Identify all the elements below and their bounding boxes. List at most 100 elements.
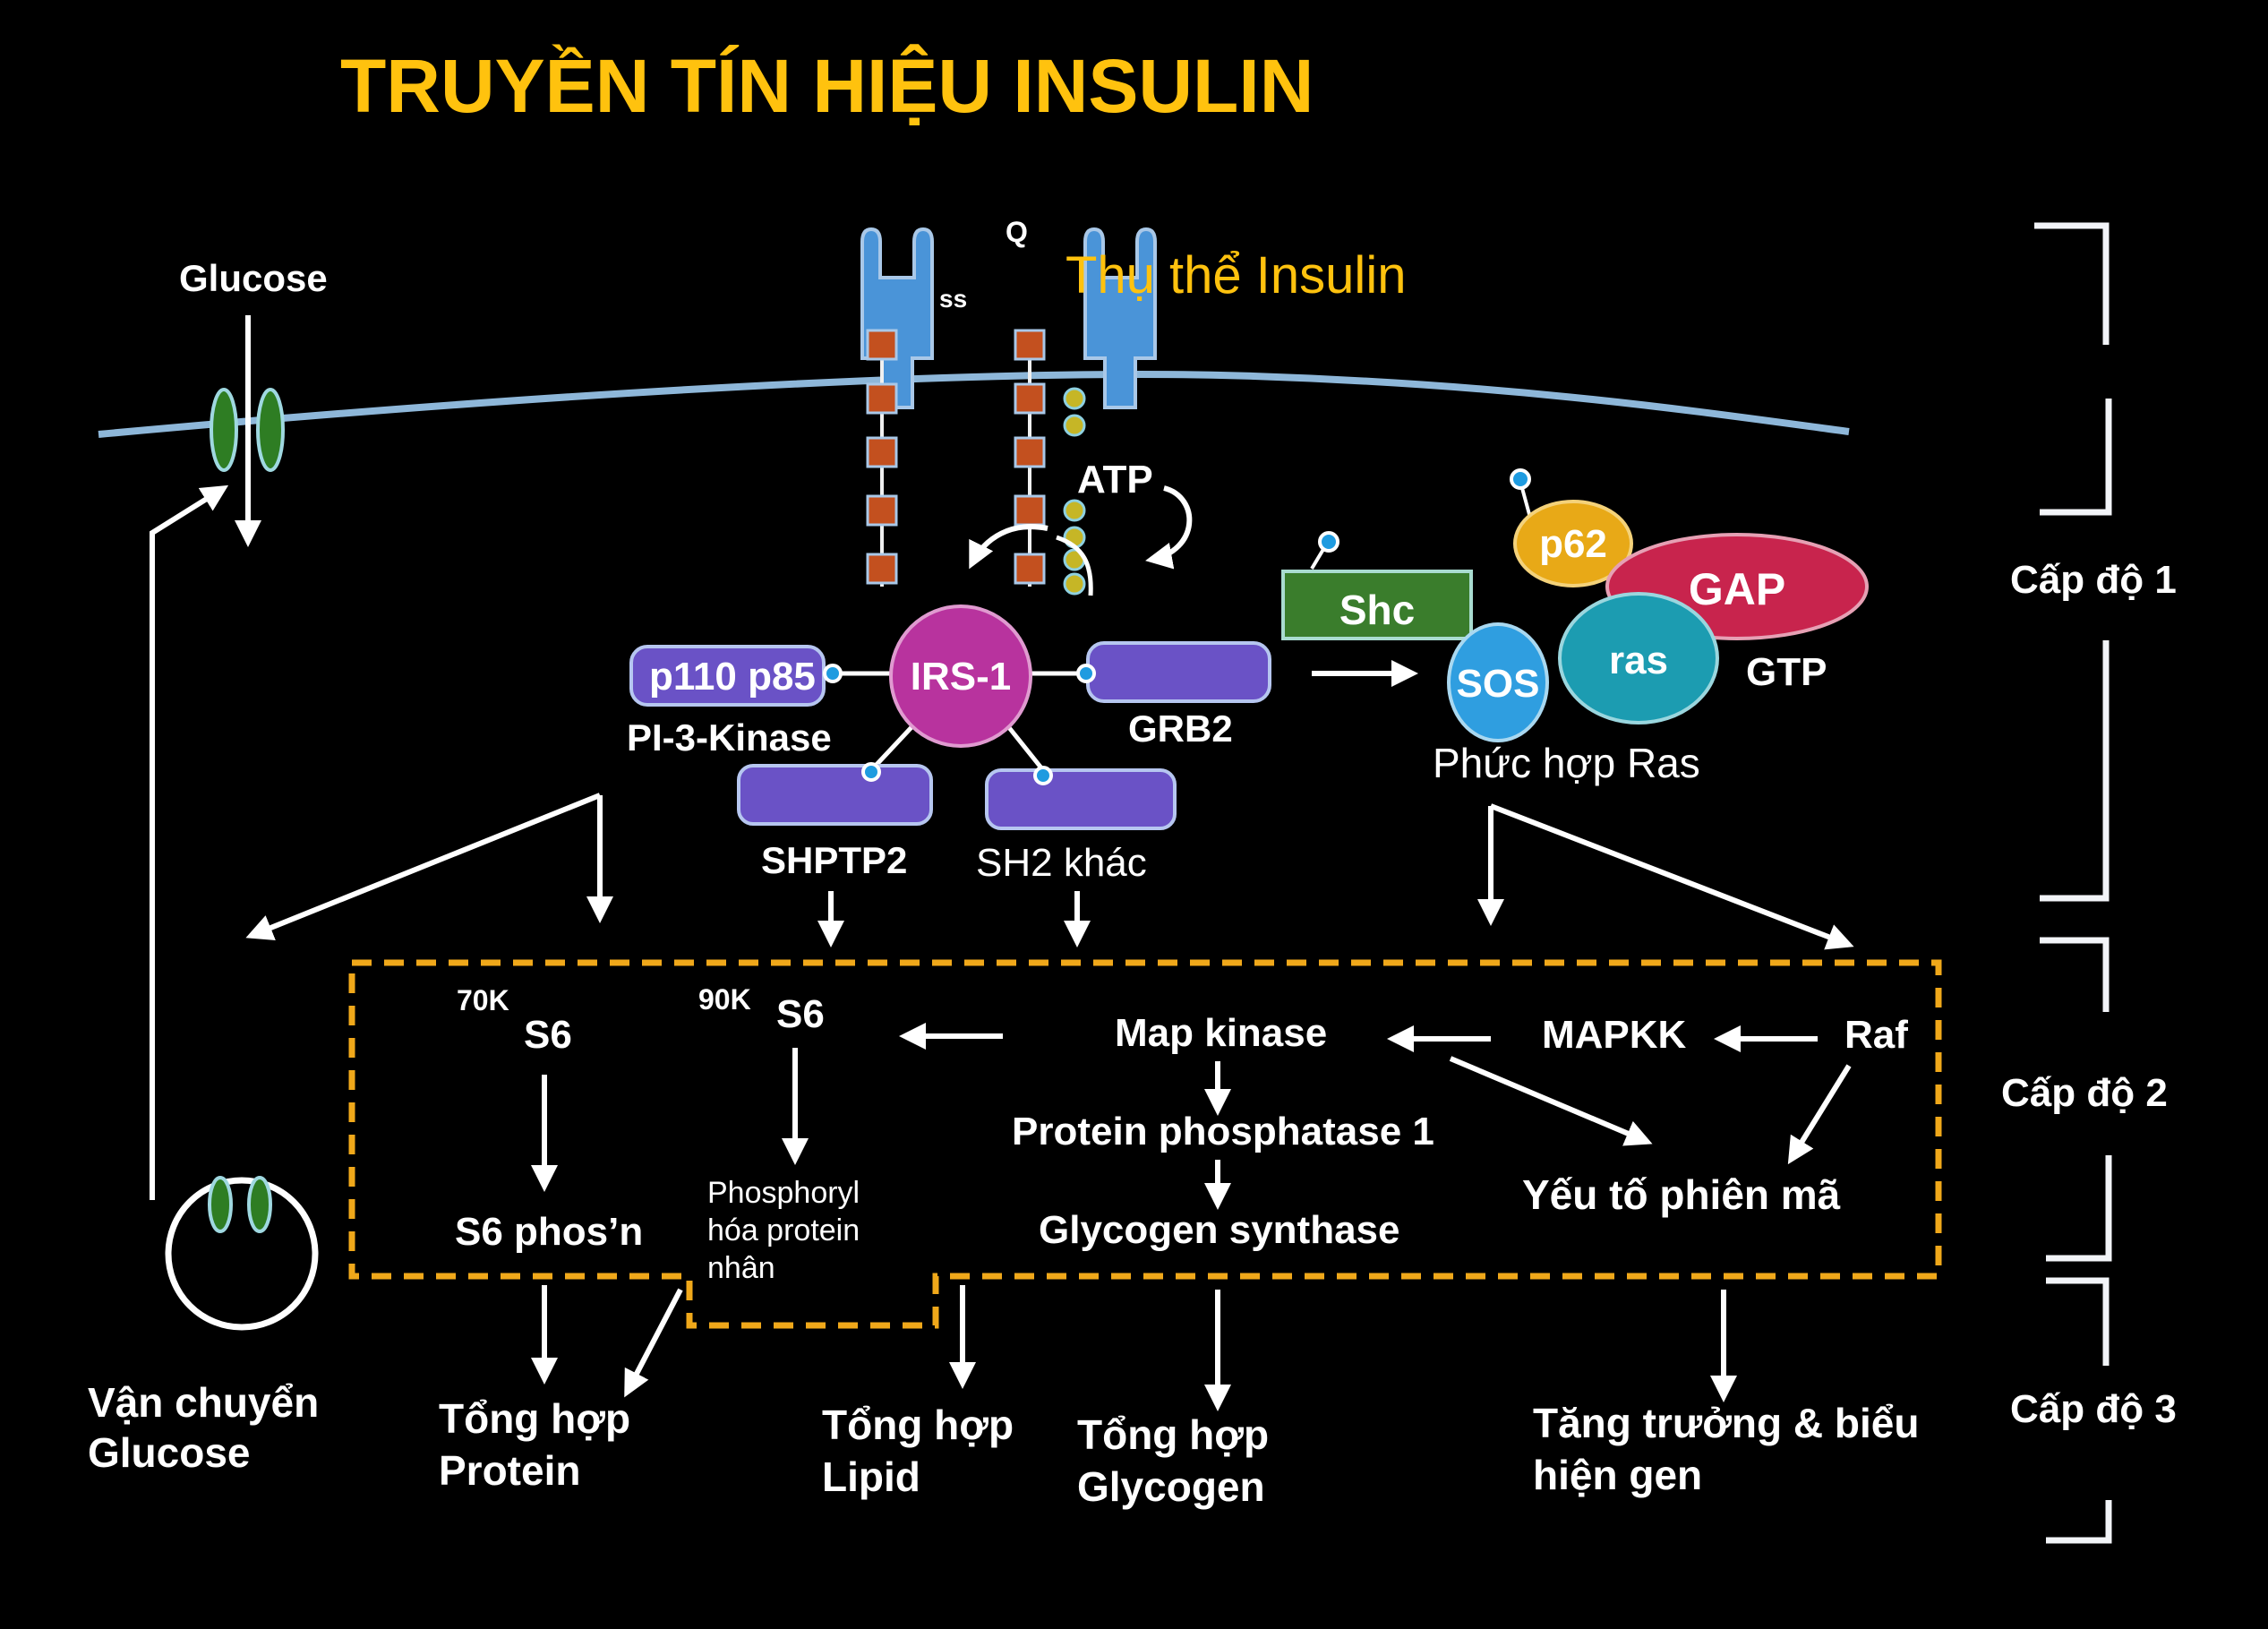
p62-label: p62: [1539, 522, 1607, 566]
phospho-p62: [1510, 468, 1531, 490]
lipid-synthesis-label-2: Lipid: [822, 1453, 920, 1500]
glut-channel-right: [256, 388, 285, 472]
level2-label: Cấp độ 2: [2001, 1071, 2168, 1115]
receptor-tyrosine-kinase-domain: [1014, 329, 1046, 361]
q-label: Q: [1006, 216, 1028, 248]
phospho-shc: [1318, 531, 1339, 553]
atp-label: ATP: [1077, 458, 1153, 502]
receptor-label: Thụ thể Insulin: [1066, 246, 1406, 304]
receptor-tyrosine-kinase-domain: [866, 436, 898, 468]
phosphate-dot: [1063, 499, 1086, 522]
level3-bracket-top: [2046, 1277, 2110, 1366]
irs1-label: IRS-1: [911, 655, 1011, 699]
receptor-tyrosine-kinase-domain: [866, 494, 898, 527]
phosphate-dot: [1063, 387, 1086, 410]
shptp2-box: [737, 764, 933, 826]
pi3k-box-label: p110 p85: [649, 655, 816, 699]
growth-label-2: hiện gen: [1533, 1452, 1702, 1498]
raf-label: Raf: [1844, 1013, 1908, 1057]
s6-phos-label: S6 phos’n: [455, 1210, 643, 1254]
sos-node: [1447, 622, 1549, 742]
level1-bracket-top: [2034, 222, 2110, 345]
to-protein-arrow-2: [624, 1288, 683, 1398]
phospho-pi3k: [823, 664, 843, 683]
phospho-shptp2: [861, 762, 881, 782]
gtp-label: GTP: [1746, 650, 1827, 694]
phosphate-dot: [1063, 572, 1086, 596]
shc-box: [1281, 570, 1473, 640]
ras-node: [1558, 592, 1719, 724]
nuclear-phos-label-2: hóa protein: [707, 1213, 860, 1247]
gap-label: GAP: [1689, 564, 1785, 614]
receptor-tyrosine-kinase-domain: [866, 382, 898, 415]
insulin-receptor: ss Q: [860, 216, 1157, 409]
receptor-tyrosine-kinase-domain: [1014, 553, 1046, 585]
page-title: TRUYỀN TÍN HIỆU INSULIN: [340, 44, 1314, 128]
vesicle-glut-left: [208, 1176, 233, 1233]
s6-70k-label: S6: [524, 1013, 572, 1057]
s6-90k-label: S6: [776, 992, 825, 1036]
ras-to-raf-arrow: [1489, 803, 1854, 950]
level1-label: Cấp độ 1: [2010, 558, 2177, 602]
protein-synthesis-label-2: Protein: [439, 1447, 580, 1494]
sos-label: SOS: [1457, 662, 1540, 706]
phosphate-dot: [1063, 414, 1086, 437]
phospho-sh2-other: [1033, 766, 1053, 785]
irs-link-shptp2: [871, 724, 915, 770]
glut-vesicle: [165, 1177, 319, 1331]
p62-node: [1513, 500, 1633, 587]
raf-to-tf-arrow: [1787, 1064, 1852, 1165]
receptor-tyrosine-kinase-domain: [1014, 382, 1046, 415]
level1-bracket-bottom: [2040, 399, 2112, 516]
lipid-synthesis-label-1: Tổng hợp: [822, 1402, 1014, 1448]
pi3k-label: PI-3-Kinase: [627, 716, 832, 759]
atp-cycle-arc: [1056, 535, 1093, 596]
receptor-tyrosine-kinase-domain: [866, 553, 898, 585]
receptor-tyrosine-kinase-domain: [1014, 436, 1046, 468]
level2-bracket-top: [2040, 937, 2110, 1012]
glucose-transport-label: Vận chuyển: [88, 1379, 319, 1426]
glucose-label: Glucose: [179, 257, 328, 299]
sh2-other-label: SH2 khác: [976, 841, 1147, 885]
level2-dashed-box: [348, 959, 1942, 1329]
glut-translocation-arrow: [150, 484, 229, 1200]
mapkk-label: MAPKK: [1542, 1013, 1687, 1057]
glycogen-synthesis-label-2: Glycogen: [1077, 1463, 1265, 1510]
vesicle-glut-right: [247, 1176, 272, 1233]
atp-cycle-arrow-left: [969, 524, 1048, 570]
receptor-tyrosine-kinase-domain: [866, 329, 898, 361]
mapk-to-tf-arrow: [1449, 1056, 1653, 1146]
phospho-grb2: [1076, 664, 1096, 683]
irs-link-sh2: [1006, 724, 1045, 772]
protein-synthesis-label-1: Tổng hợp: [439, 1395, 630, 1442]
glut-channel-left: [210, 388, 238, 472]
map-kinase-label: Map kinase: [1115, 1011, 1327, 1055]
nuclear-phos-label-3: nhân: [707, 1251, 775, 1285]
cell-membrane: [98, 371, 1850, 438]
pi3k-to-glut-arrow: [245, 793, 602, 940]
atp-cycle-arrow-right: [1145, 485, 1193, 570]
ras-complex-label: Phức hợp Ras: [1433, 740, 1700, 786]
level3-label: Cấp độ 3: [2010, 1387, 2177, 1431]
level2-bracket-bottom: [2046, 1155, 2112, 1262]
receptor-kinase-chains: [866, 329, 1046, 587]
level3-bracket-bottom: [2046, 1500, 2112, 1544]
glycogen-synthesis-label-1: Tổng hợp: [1077, 1411, 1269, 1458]
glycogen-synthase-label: Glycogen synthase: [1039, 1208, 1399, 1252]
irs1-node: [889, 604, 1032, 748]
receptor-alpha-right: [1083, 227, 1157, 409]
shptp2-label: SHPTP2: [761, 839, 907, 881]
receptor-tyrosine-kinase-domain: [1014, 494, 1046, 527]
receptor-alpha-left: [860, 227, 934, 409]
grb2-box: [1086, 641, 1271, 703]
ss-bond-label: ss: [939, 285, 967, 313]
glucose-transport-label-2: Glucose: [88, 1429, 251, 1476]
grb2-label: GRB2: [1128, 707, 1233, 750]
nuclear-phos-label-1: Phosphoryl: [707, 1176, 860, 1210]
sh2-other-box: [985, 768, 1177, 830]
shc-label: Shc: [1339, 587, 1415, 633]
growth-label-1: Tăng trưởng & biểu: [1533, 1400, 1919, 1446]
s6-70k-prefix: 70K: [457, 984, 509, 1016]
transcription-factor-label: Yếu tố phiên mã: [1522, 1171, 1841, 1218]
